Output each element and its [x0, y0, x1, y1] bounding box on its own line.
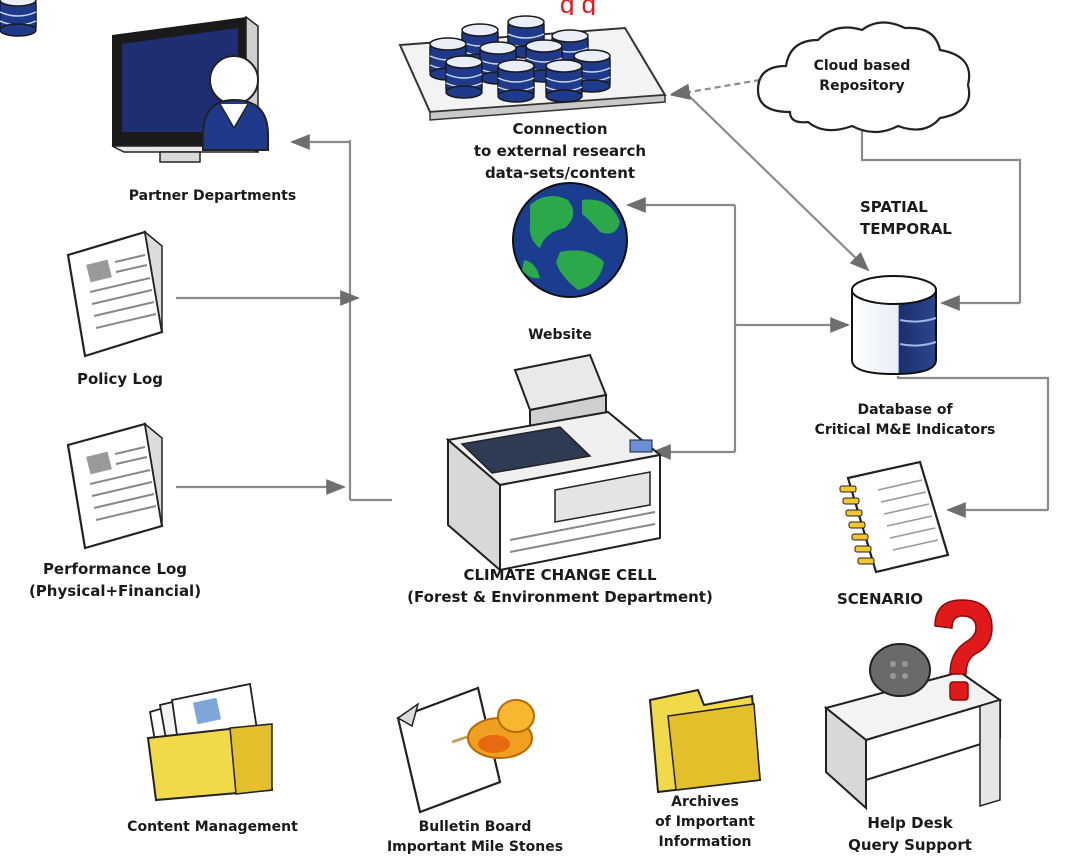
scenario-notebook-icon: [839, 460, 950, 574]
content-management-folder-icon: [146, 682, 274, 802]
label-spatial: SPATIAL: [860, 198, 928, 216]
partner-departments-icon: [111, 15, 269, 163]
label-connection-line-2: to external research: [473, 142, 647, 160]
label-archives: Archives of Important Information: [630, 792, 780, 852]
label-partner-departments: Partner Departments: [128, 188, 297, 204]
label-help-desk-line-1: Help Desk: [867, 814, 953, 832]
label-cell-line-2: (Forest & Environment Department): [407, 588, 713, 606]
label-archives-line-2: of Important: [655, 814, 755, 830]
external-data-server-icon: [0, 0, 667, 121]
label-cloud: Cloud based Repository: [802, 56, 922, 96]
arrow-cloud-server: [670, 78, 761, 100]
cloud-icon: [756, 21, 971, 134]
policy-log-document-icon: [66, 230, 164, 358]
connectors: [176, 78, 1050, 518]
label-archives-line-1: Archives: [671, 794, 739, 810]
label-database-line-2: Critical M&E Indicators: [814, 422, 996, 438]
label-content-management: Content Management: [127, 819, 298, 835]
label-website: Website: [528, 327, 592, 343]
connector-cloud-db: [860, 125, 1022, 303]
label-temporal: TEMPORAL: [860, 220, 952, 238]
label-help-desk-line-2: Query Support: [848, 836, 972, 854]
arrow-server-database: [684, 91, 870, 272]
label-bulletin-line-1: Bulletin Board: [418, 819, 532, 835]
diagram-title-cut: g g: [560, 0, 597, 15]
label-bulletin-board: Bulletin Board Important Mile Stones: [355, 817, 595, 857]
label-performance-line-2: (Physical+Financial): [28, 582, 202, 600]
bulletin-board-icon: [396, 686, 535, 814]
help-desk-icon: [823, 599, 1003, 811]
label-connection-line-1: Connection: [512, 120, 608, 138]
label-connection: Connection to external research data-set…: [460, 118, 660, 184]
label-connection-line-3: data-sets/content: [484, 164, 636, 182]
label-performance-line-1: Performance Log: [42, 560, 188, 578]
label-policy-log: Policy Log: [76, 370, 164, 388]
label-cloud-line-2: Repository: [819, 78, 905, 94]
label-performance-log: Performance Log (Physical+Financial): [10, 558, 220, 602]
label-climate-change-cell: CLIMATE CHANGE CELL (Forest & Environmen…: [370, 564, 750, 608]
connector-db-scenario: [896, 376, 1050, 510]
label-archives-line-3: Information: [658, 834, 752, 850]
globe-icon: [512, 182, 628, 298]
label-cell-line-1: CLIMATE CHANGE CELL: [463, 566, 657, 584]
label-bulletin-line-2: Important Mile Stones: [386, 839, 564, 855]
label-database-line-1: Database of: [857, 402, 953, 418]
label-database: Database of Critical M&E Indicators: [795, 400, 1015, 440]
label-help-desk: Help Desk Query Support: [820, 812, 1000, 856]
climate-change-cell-icon: [445, 353, 663, 573]
database-icon: [851, 275, 937, 376]
label-spatial-temporal: SPATIAL TEMPORAL: [860, 196, 970, 240]
performance-log-document-icon: [66, 422, 164, 550]
label-scenario: SCENARIO: [836, 590, 924, 608]
label-cloud-line-1: Cloud based: [813, 58, 911, 74]
archives-folder-icon: [648, 688, 762, 794]
